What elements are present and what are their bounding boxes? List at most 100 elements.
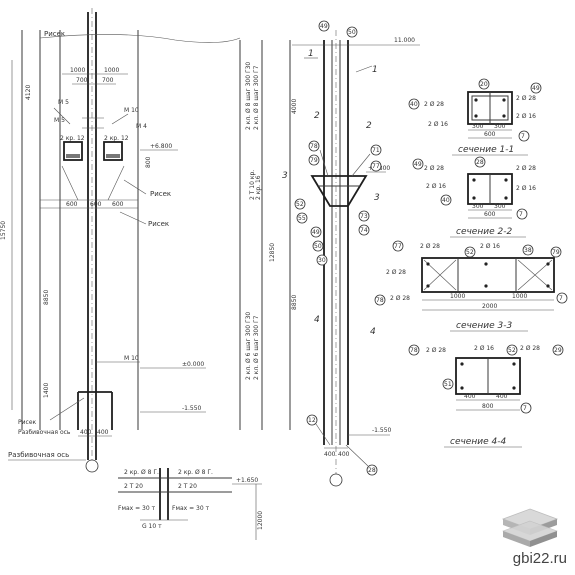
col-callout-28: 28 xyxy=(368,467,376,474)
col-callout-78: 78 xyxy=(310,143,318,150)
beam-note-2: 2 кр. 16 xyxy=(255,175,262,200)
sec2-bar-1: 2 Ø 28 xyxy=(424,165,444,172)
left-elev-0: ±0.000 xyxy=(182,361,204,368)
rebar-note-lower-2: 2 кл. Ø 6 шаг 300 Г7 xyxy=(253,315,260,380)
cut-3-left: 3 xyxy=(282,171,288,181)
col-callout-79: 79 xyxy=(310,157,318,164)
sec3-callout-77: 77 xyxy=(394,243,402,250)
sec2-callout-28: 28 xyxy=(476,159,484,166)
sec3-callout-78: 78 xyxy=(376,297,384,304)
sec4-bar-2: 2 Ø 16 xyxy=(474,345,494,352)
sec4-callout-78: 78 xyxy=(410,347,418,354)
dim-top-2: 1000 xyxy=(104,67,119,74)
sec1-title: сечение 1-1 xyxy=(458,145,514,155)
sec4-callout-51: 51 xyxy=(444,381,452,388)
section-3-3: 2 Ø 28 2 Ø 16 2 Ø 28 2 Ø 28 77 52 78 79 … xyxy=(374,240,568,332)
col-callout-50: 50 xyxy=(348,29,356,36)
col-base-dim-b: 400 xyxy=(338,451,350,458)
tag-m5-a: М 5 xyxy=(58,99,69,106)
tag-m4: М 4 xyxy=(136,123,147,130)
sec2-bar-4: 2 Ø 16 xyxy=(516,185,536,192)
column-elevation: 11.000 49 50 1 1 2 2 3 3 4 4 2 кл. Ø 8 ш… xyxy=(239,20,420,487)
col-callout-71: 71 xyxy=(372,147,380,154)
cut-3-right: 3 xyxy=(374,193,380,203)
sec1-dim-3: 600 xyxy=(484,131,496,138)
sec4-title: сечение 4-4 xyxy=(450,437,506,447)
col-base-dim-a: 400 xyxy=(324,451,336,458)
bolt-note-a: 2 кр. 12 xyxy=(60,135,85,142)
axis-note: Разбивочная ось xyxy=(8,451,69,459)
beam-note-1: 2 Т 10 кр. xyxy=(249,170,256,200)
sec2-dim-3: 600 xyxy=(484,211,496,218)
col-elev-base: -1.550 xyxy=(372,427,392,434)
rebar-note-upper-1: 2 кл. Ø 8 шаг 300 Г30 xyxy=(245,62,252,130)
base-dim-b: 400 xyxy=(97,429,109,436)
vdim-1400: 1400 xyxy=(43,383,50,398)
sec4-dim-3: 800 xyxy=(482,403,494,410)
dim-top-4: 700 xyxy=(102,77,114,84)
sec4-bar-3: 2 Ø 28 xyxy=(520,345,540,352)
found-note-4: 2 Т 20 xyxy=(178,483,197,490)
sec2-dim-1: 300 xyxy=(472,203,484,210)
found-dim: 12000 xyxy=(257,511,264,530)
sec2-callout-7: 7 xyxy=(519,211,523,218)
section-2-2: 2 Ø 28 2 Ø 28 2 Ø 16 2 Ø 16 49 28 7 40 3… xyxy=(412,156,536,238)
sec4-callout-52: 52 xyxy=(508,347,516,354)
sec3-bar-1: 2 Ø 28 xyxy=(386,269,406,276)
sec3-bar-3: 2 Ø 28 xyxy=(420,243,440,250)
col-callout-77: 77 xyxy=(372,163,380,170)
found-note-1: 2 кр. Ø 8 Г. xyxy=(124,469,159,476)
sec1-dim-1: 300 xyxy=(472,123,484,130)
left-elev-base: -1.550 xyxy=(182,405,202,412)
watermark-site[interactable]: gbi22.ru xyxy=(512,550,567,567)
cut-2-left: 2 xyxy=(314,111,320,121)
sec1-bar-1: 2 Ø 28 xyxy=(424,101,444,108)
sec4-callout-29: 29 xyxy=(554,347,562,354)
sec3-title: сечение 3-3 xyxy=(456,321,512,331)
cut-1-right: 1 xyxy=(372,65,378,75)
sec1-callout-49: 49 xyxy=(532,85,540,92)
sec4-dim-1: 400 xyxy=(464,393,476,400)
sec1-dim-2: 300 xyxy=(494,123,506,130)
side-label-b: Рисек xyxy=(148,220,169,228)
col-callout-30: 30 xyxy=(318,257,326,264)
found-note-6: Fмах = 30 т xyxy=(172,505,210,512)
section-1-1: 2 Ø 28 2 Ø 28 2 Ø 16 2 Ø 16 20 49 40 7 3… xyxy=(408,78,542,156)
col-callout-55: 55 xyxy=(298,215,306,222)
found-note-7: G 10 т xyxy=(142,523,162,530)
col-vdim-12850: 12850 xyxy=(269,243,276,262)
lower-label-a: Рисек xyxy=(18,419,37,426)
left-elev-6800: +6.800 xyxy=(150,143,172,150)
col-callout-50b: 50 xyxy=(314,243,322,250)
sec3-bar-2: 2 Ø 16 xyxy=(480,243,500,250)
dim-bottom-2: 600 xyxy=(90,201,102,208)
rebar-note-lower-1: 2 кл. Ø 6 шаг 300 Г30 xyxy=(245,312,252,380)
col-callout-52: 52 xyxy=(296,201,304,208)
cut-4-right: 4 xyxy=(370,327,376,337)
vdim-4120: 4120 xyxy=(25,85,32,100)
sec3-dim-3: 2000 xyxy=(482,303,497,310)
vdim-15750: 15750 xyxy=(0,221,7,240)
sec1-bar-4: 2 Ø 16 xyxy=(516,113,536,120)
rebar-note-upper-2: 2 кл. Ø 8 шаг 300 Г7 xyxy=(253,65,260,130)
found-elev: +1.650 xyxy=(236,477,258,484)
col-elev-top: 11.000 xyxy=(394,37,415,44)
sec3-callout-7: 7 xyxy=(559,295,563,302)
sec1-callout-40: 40 xyxy=(410,101,418,108)
col-callout-12: 12 xyxy=(308,417,316,424)
col-callout-74: 74 xyxy=(360,227,368,234)
lower-tag-m10: М 10 xyxy=(124,355,139,362)
dim-top-1: 1000 xyxy=(70,67,85,74)
tag-m10: М 10 xyxy=(124,107,139,114)
sec2-title: сечение 2-2 xyxy=(456,227,512,237)
sec2-callout-49: 49 xyxy=(414,161,422,168)
sec3-callout-52: 52 xyxy=(466,249,474,256)
sec3-bar-4: 2 Ø 28 xyxy=(390,295,410,302)
dim-bottom-3: 600 xyxy=(112,201,124,208)
sec2-bar-3: 2 Ø 16 xyxy=(426,183,446,190)
sec4-dim-2: 400 xyxy=(496,393,508,400)
col-vdim-8850: 8850 xyxy=(291,295,298,310)
side-label-a: Рисек xyxy=(150,190,171,198)
tag-m5-b: М 5 xyxy=(54,117,65,124)
